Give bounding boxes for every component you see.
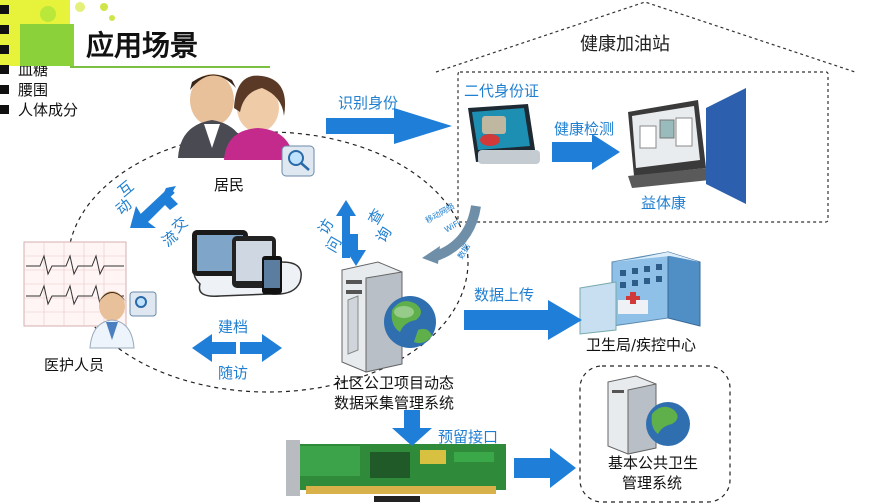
health-station-title: 健康加油站 bbox=[580, 34, 670, 55]
reserved-interface-label: 预留接口 bbox=[438, 428, 499, 446]
arrow-archive bbox=[192, 334, 236, 362]
arrow-query bbox=[346, 234, 366, 266]
medical-staff-icon bbox=[23, 241, 157, 349]
arrow-visit bbox=[336, 200, 356, 258]
list-item: 腰围 bbox=[0, 80, 877, 100]
health-device-kit-icon bbox=[628, 88, 746, 204]
corner-decoration bbox=[0, 0, 270, 68]
page-title: 应用场景 bbox=[86, 29, 199, 62]
arrow-identify bbox=[326, 108, 452, 144]
arrow-health-check bbox=[552, 134, 620, 170]
health-station-frame bbox=[435, 1, 856, 223]
arrow-to-basic-system bbox=[514, 448, 576, 488]
device-label: 益体康 bbox=[641, 194, 687, 212]
arrow-reserved bbox=[392, 410, 432, 446]
health-check-label: 健康检测 bbox=[554, 120, 615, 138]
upload-label: 数据上传 bbox=[474, 286, 535, 304]
system-name-line2: 数据采集管理系统 bbox=[334, 394, 455, 412]
hospital-building-icon bbox=[579, 251, 701, 335]
basic-system-line2: 管理系统 bbox=[622, 474, 683, 492]
flow-arrows bbox=[130, 108, 620, 488]
archive-label: 建档 bbox=[218, 318, 249, 336]
mobile-devices-icon bbox=[192, 230, 302, 297]
wifi-curved-arrow bbox=[422, 205, 481, 264]
list-item: 人体成分 bbox=[0, 100, 877, 120]
medical-staff-label: 医护人员 bbox=[44, 356, 105, 374]
followup-label: 随访 bbox=[218, 364, 249, 382]
basic-system-server-icon bbox=[607, 375, 690, 455]
management-system-server-icon bbox=[341, 261, 436, 373]
interface-board-icon bbox=[286, 440, 506, 502]
residents-label: 居民 bbox=[214, 176, 245, 194]
id-card-reader-icon bbox=[468, 104, 540, 164]
basic-system-frame bbox=[579, 365, 731, 503]
residents-icon bbox=[178, 74, 315, 177]
identify-label: 识别身份 bbox=[338, 94, 399, 112]
basic-system-line1: 基本公共卫生 bbox=[608, 454, 699, 472]
arrow-followup bbox=[240, 334, 282, 362]
id-card-label: 二代身份证 bbox=[464, 82, 540, 100]
system-name-line1: 社区公卫项目动态 bbox=[334, 374, 455, 392]
arrow-upload bbox=[464, 300, 582, 340]
cdc-label: 卫生局/疾控中心 bbox=[586, 336, 697, 354]
